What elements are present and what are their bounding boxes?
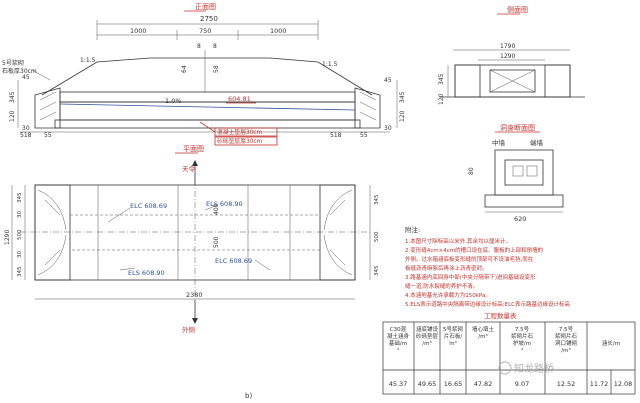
front-dim-mid: 750 (199, 27, 211, 35)
side-dim-120: 120 (438, 93, 445, 105)
plan-view: 平面图 天令 ELC 608.69 ELS 608.90 (4, 145, 380, 334)
table-title: 工程数量表 (484, 311, 517, 320)
front-dim-45: 45 (22, 74, 30, 81)
front-dim-30: 30 (22, 125, 30, 132)
plan-dim-400: 400 (213, 203, 220, 215)
table-value-0: 45.37 (389, 380, 408, 388)
table-value-7: 12.08 (614, 380, 633, 388)
front-note-concrete: 混凝土垫层30cm (217, 128, 263, 136)
table-value-4: 9.07 (515, 380, 529, 388)
front-dim-55-l: 55 (44, 132, 52, 139)
note-line-4: 3.路基涵内底回身中部(中央分隔带下)进间基础设变形 (405, 273, 536, 281)
notes-title: 附注: (405, 225, 420, 234)
note-line-6: 4.本涵地基允许承载力为150kPa。 (405, 291, 491, 299)
watermark: 知龙路桥 (498, 361, 554, 375)
plan-elc-1: ELC 608.69 (130, 202, 167, 210)
plan-dim-30-b: 30 (17, 251, 23, 258)
plan-dim-500-r: 500 (374, 231, 380, 242)
side-dim-345: 345 (438, 73, 445, 85)
front-dim-345: 345 (9, 91, 16, 103)
table-header-3: 墙心填土/m³ (472, 325, 495, 340)
section-mid-label: 中墙 (492, 138, 506, 147)
front-title: 正面图 (195, 3, 216, 11)
plan-els-2: ELS 608.90 (206, 200, 243, 208)
front-dim-518-l: 518 (20, 132, 32, 139)
table-value-1: 49.65 (418, 380, 437, 388)
notes: 附注: 1.本图尺寸除标高以米外,其余均以厘米计。 2.变形缝4cm×4cm的槽… (405, 225, 571, 320)
watermark-text: 知龙路桥 (514, 362, 554, 375)
plan-dim-500: 500 (213, 236, 220, 248)
table-value-2: 16.65 (444, 380, 463, 388)
note-line-3: 板缝沥青麻絮后再涂上沥青密封。 (405, 264, 488, 272)
plan-dim-345-r1: 345 (374, 194, 380, 205)
side-view: 侧面图 1790 1290 345 120 (438, 5, 585, 105)
front-dim-right: 1000 (270, 27, 287, 35)
front-slope-right: 1:1.5 (322, 61, 338, 68)
plan-dim-345-a: 345 (17, 192, 23, 203)
front-dim-total: 2750 (200, 15, 218, 23)
plan-title: 平面图 (183, 145, 204, 153)
front-view: 正面图 2750 1000 750 1000 8 8 1:1.5 1:1.5 6… (2, 3, 406, 146)
plan-dim-345-b: 345 (17, 266, 23, 277)
page-number: b) (245, 392, 252, 400)
plan-arrow-top: 天令 (182, 164, 196, 173)
front-dim-30-r: 30 (384, 125, 392, 132)
side-dim-1290: 1290 (500, 53, 515, 60)
front-dim-left: 1000 (130, 27, 147, 35)
front-stone-label-1: 5号浆砌 (2, 59, 24, 67)
front-dim-45-r: 45 (384, 77, 392, 84)
front-dim-345-r: 345 (399, 91, 406, 103)
front-dim-64: 64 (181, 65, 188, 73)
plan-dim-1290: 1290 (4, 230, 11, 245)
side-title: 侧面图 (507, 5, 528, 14)
note-line-7: 5.ELS表示道路中央隔离带边缘设计标高;ELC表示路基边缘设计标高 (405, 300, 571, 308)
section-dim-80: 80 (468, 167, 475, 175)
front-dim-120-r: 120 (399, 110, 406, 122)
front-stone-label-2: 石板厚30cm (2, 67, 37, 75)
section-dim-620: 620 (514, 215, 526, 223)
table-header-5: 7.5号浆砌片石洞口铺砌/m³ (555, 326, 578, 354)
section-view: 洞身断面图 中墙 端墙 80 620 (468, 123, 564, 223)
plan-elc-2: ELC 608.69 (215, 257, 252, 265)
front-dim-120: 120 (9, 110, 16, 122)
table-value-5: 12.52 (557, 380, 576, 388)
plan-dim-30-a: 30 (17, 211, 23, 218)
note-line-2: 外侧。过水箱涵底板变形缝的顶部可不设油毛毡,而在 (405, 255, 534, 263)
table-header-1: 涵底铺设砂砾垫层/m³ (416, 325, 439, 347)
plan-dim-345-r2: 345 (374, 265, 380, 276)
section-title: 洞身断面图 (500, 123, 535, 132)
plan-els-1: ELS 608.90 (128, 269, 165, 277)
front-note-gravel: 砂砾垫层厚30cm (217, 137, 263, 145)
table-value-3: 47.82 (474, 380, 493, 388)
front-dim-8b: 8 (213, 43, 217, 50)
plan-dim-2380: 2380 (186, 291, 203, 299)
front-dim-518-r: 518 (330, 132, 342, 139)
table-header-6: 涵长/m (602, 339, 620, 347)
watermark-icon (498, 361, 512, 375)
plan-dim-500-l: 500 (17, 229, 23, 240)
table-header-2: 5号浆砌片石板/m³ (443, 325, 463, 347)
note-line-1: 2.变形缝4cm×4cm的槽口设在底、腹板的上部和侧墙的 (405, 246, 544, 254)
front-dim-8a: 8 (197, 43, 201, 50)
front-elev: 604.81 (228, 95, 251, 103)
note-line-5: 缝一道,防水裂缝的养护不清。 (405, 282, 478, 290)
side-dim-1790: 1790 (500, 43, 515, 50)
front-dim-55-r: 55 (360, 132, 368, 139)
front-slope-pct: 1.0% (165, 97, 182, 105)
section-end-label: 端墙 (530, 138, 544, 147)
note-line-0: 1.本图尺寸除标高以米外,其余均以厘米计。 (405, 237, 511, 245)
table-value-6: 11.72 (590, 380, 609, 388)
front-slope-left: 1:1.5 (80, 57, 96, 64)
plan-arrow-bottom: 外侧 (182, 325, 195, 334)
front-dim-58: 58 (213, 65, 220, 73)
